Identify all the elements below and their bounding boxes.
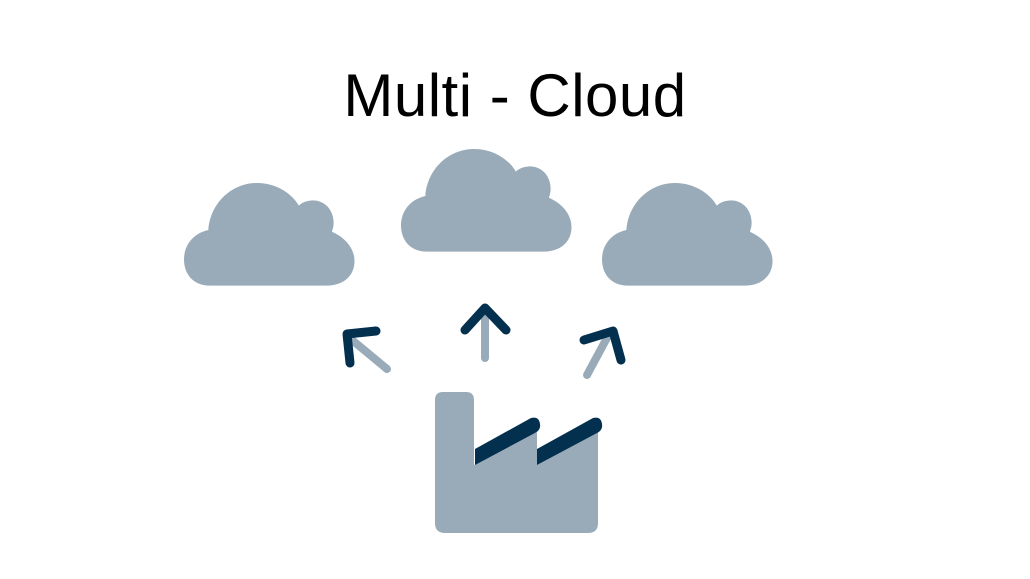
cloud-left-icon: [184, 183, 355, 286]
arrow-up-left-icon: [342, 326, 391, 373]
arrow-up-icon: [460, 303, 511, 362]
arrow-up-right-icon: [579, 326, 626, 379]
cloud-right-icon: [602, 183, 773, 286]
cloud-center-icon: [401, 149, 572, 252]
factory-icon: [435, 392, 603, 533]
factory-roof-right: [537, 417, 603, 465]
factory-roof-left: [475, 417, 541, 465]
page-title: Multi - Cloud: [343, 62, 687, 129]
